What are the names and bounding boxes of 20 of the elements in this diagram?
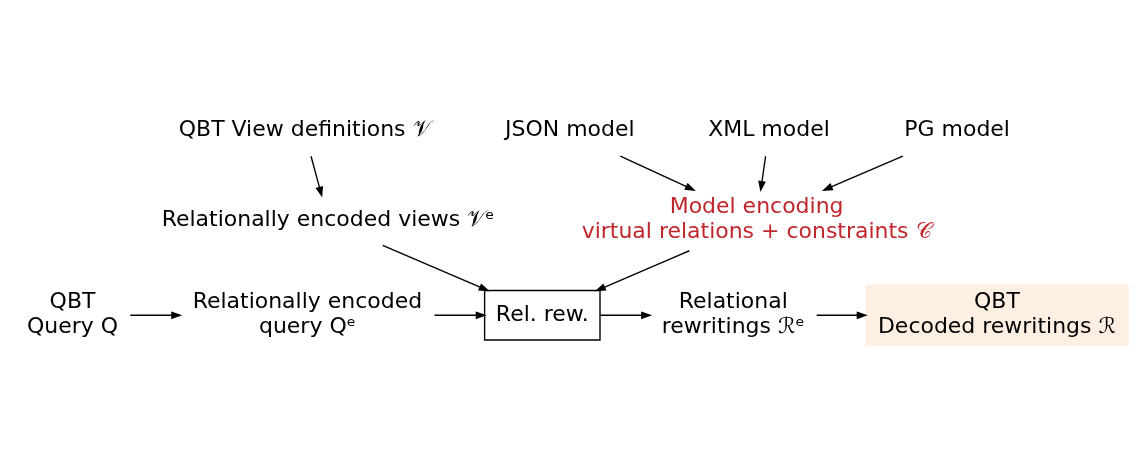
arrow [599,310,653,319]
node-text: PG model [904,115,1010,141]
arrow [594,249,691,291]
node-text: XML model [708,115,830,141]
node-text: JSON model [505,115,635,141]
arrow [381,244,490,291]
arrow [816,310,868,319]
arrow [619,154,696,191]
node-text: Relationally encoded query Qᵉ [192,287,423,338]
node-box: Rel. rew. [483,289,601,341]
node-text: Model encoding virtual relations + constraints 𝒞 [581,192,932,243]
node-text: QBT Query Q [27,287,119,338]
arrow [433,310,487,319]
node-box: QBT Decoded rewritings ℛ [865,283,1129,346]
arrow [129,310,183,319]
arrow [758,155,767,192]
arrow [310,155,324,198]
node-text: Relational rewritings ℛᵉ [661,287,805,338]
arrow [821,154,904,191]
node-text: Relationally encoded views 𝒱ᵉ [161,205,495,231]
